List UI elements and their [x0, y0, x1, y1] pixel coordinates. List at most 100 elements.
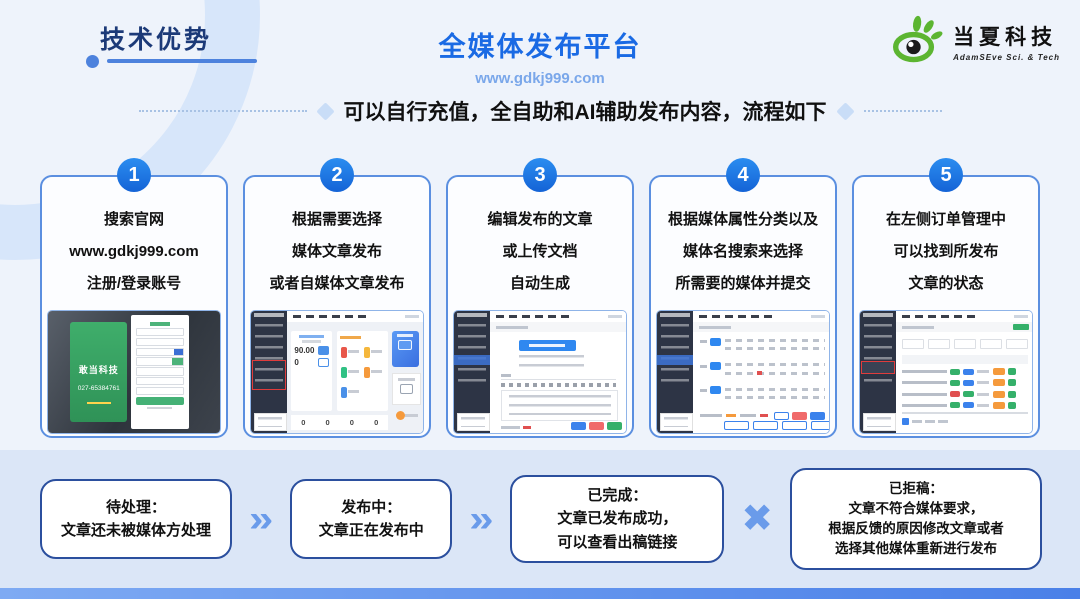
status-desc: 文章不符合媒体要求，: [848, 500, 984, 516]
filter-input: [901, 338, 924, 349]
media-chip: [782, 421, 808, 431]
accent-line: [86, 402, 111, 405]
register-form: [130, 314, 190, 430]
subtext-bar: [302, 340, 321, 343]
page-title: 全媒体发布平台: [438, 32, 642, 62]
action-button-orange: [992, 379, 1006, 387]
phone-number: 027-65384761: [77, 385, 120, 393]
sidebar-title-bar: [862, 313, 894, 318]
media-chip: [724, 421, 750, 431]
date-bar: [976, 403, 990, 407]
prev-button: [570, 421, 586, 430]
detail-button: [318, 358, 329, 368]
next-button: [606, 421, 622, 430]
service-tile-blue: [340, 386, 358, 398]
nav-user: [608, 314, 622, 318]
article-title-bar: [901, 392, 948, 396]
article-title-bar: [901, 381, 948, 385]
step-line: 文章的状态: [908, 275, 984, 292]
service-tile-orange: [364, 366, 382, 378]
media-chip: [753, 421, 779, 431]
table-row: [901, 378, 1028, 387]
secondary-text-bar: [397, 377, 415, 381]
action-button-green: [1008, 368, 1016, 376]
date-bar: [976, 370, 990, 374]
content-text-lines: [508, 394, 611, 416]
sidebar: [657, 311, 694, 433]
date-bar: [976, 381, 990, 385]
register-submit-button: [135, 396, 184, 405]
sidebar: [860, 311, 897, 433]
status-desc: 选择其他媒体重新进行发布: [834, 541, 997, 557]
step-line: 媒体名搜索来选择: [682, 243, 803, 260]
nav-items: [698, 314, 778, 318]
username-text-bar: [298, 334, 325, 338]
step-text: 在左侧订单管理中 可以找到所发布 文章的状态: [855, 204, 1037, 300]
status-title: 待处理：: [105, 498, 166, 516]
sidebar-user-panel: [862, 412, 896, 431]
pagination-dash: [937, 419, 948, 423]
service-tiles-card: [336, 330, 389, 411]
chevron-arrow-icon: »: [248, 497, 274, 540]
hot-tag-mark: [757, 370, 763, 375]
status-badge-green: [950, 379, 961, 386]
sidebar-user-panel: [456, 412, 490, 431]
form-input: [135, 386, 184, 396]
article-title-bar: [901, 403, 948, 407]
wordcount-bar: [500, 425, 520, 429]
filter-group-industry: [699, 386, 825, 403]
step-line: 注册/登录账号: [86, 275, 182, 292]
logo-name: 当夏科技: [953, 26, 1058, 49]
summary-price-bar: [759, 414, 768, 418]
step-number-badge: 5: [929, 158, 963, 192]
tiles-header-bar: [340, 335, 361, 339]
form-footer-link: [147, 406, 173, 409]
stat-value: 0: [374, 417, 379, 427]
nav-user: [405, 314, 419, 318]
step-line: 编辑发布的文章: [487, 211, 593, 228]
tag-options-row: [724, 339, 825, 343]
nav-items: [901, 314, 981, 318]
account-card: 90.00 0: [291, 330, 332, 411]
pagination: [901, 417, 948, 425]
step-card-4: 4 根据媒体属性分类以及 媒体名搜索来选择 所需要的媒体并提交: [649, 158, 837, 438]
tag-options-row: [724, 371, 825, 375]
orders-table-body: [896, 331, 1032, 433]
status-title: 已拒稿：: [888, 480, 943, 496]
remaining-count-bar: [522, 425, 531, 429]
points-row: 0: [291, 358, 332, 368]
status-title: 发布中：: [341, 498, 402, 516]
points-value: 0: [294, 358, 299, 368]
bell-icon: [395, 410, 405, 420]
status-desc: 文章已发布成功，: [557, 510, 678, 528]
action-button-orange: [992, 390, 1006, 398]
step-line: 或者自媒体文章发布: [269, 275, 405, 292]
sidebar-menu-lines: [255, 324, 283, 388]
dashed-line-left: [138, 110, 307, 112]
status-desc: 可以查看出稿链接: [557, 533, 678, 551]
breadcrumb-text-bar: [901, 325, 935, 329]
status-box-pending: 待处理： 文章还未被媒体方处理: [40, 479, 232, 559]
filter-group-region: [699, 362, 825, 379]
recharge-button: [318, 345, 329, 355]
action-button-orange: [992, 401, 1006, 409]
summary-text-bar: [699, 414, 722, 418]
filter-group-type: [699, 337, 825, 355]
status-flow-row: 待处理： 文章还未被媒体方处理 » 发布中： 文章正在发布中 » 已完成： 文章…: [40, 450, 1042, 588]
filter-input: [927, 338, 950, 349]
status-desc: 文章还未被媒体方处理: [60, 522, 211, 539]
status-badge-blue: [963, 379, 974, 386]
login-screenshot-thumbnail: 敢当科技 027-65384761: [47, 310, 221, 434]
form-input: [135, 327, 184, 337]
filter-action-buttons: [773, 411, 825, 420]
status-flow-section: 待处理： 文章还未被媒体方处理 » 发布中： 文章正在发布中 » 已完成： 文章…: [0, 450, 1080, 588]
editor-toolbar-icons: [500, 383, 617, 388]
step-card-5: 5 在左侧订单管理中 可以找到所发布 文章的状态: [852, 158, 1040, 438]
step-line: 可以找到所发布: [893, 243, 999, 260]
filter-select: [1005, 338, 1028, 349]
reject-x-icon: ✖: [741, 498, 774, 540]
horizontal-scrollbar: [901, 411, 1028, 414]
user-panel-lines: [461, 416, 485, 427]
status-box-publishing: 发布中： 文章正在发布中: [290, 479, 453, 559]
